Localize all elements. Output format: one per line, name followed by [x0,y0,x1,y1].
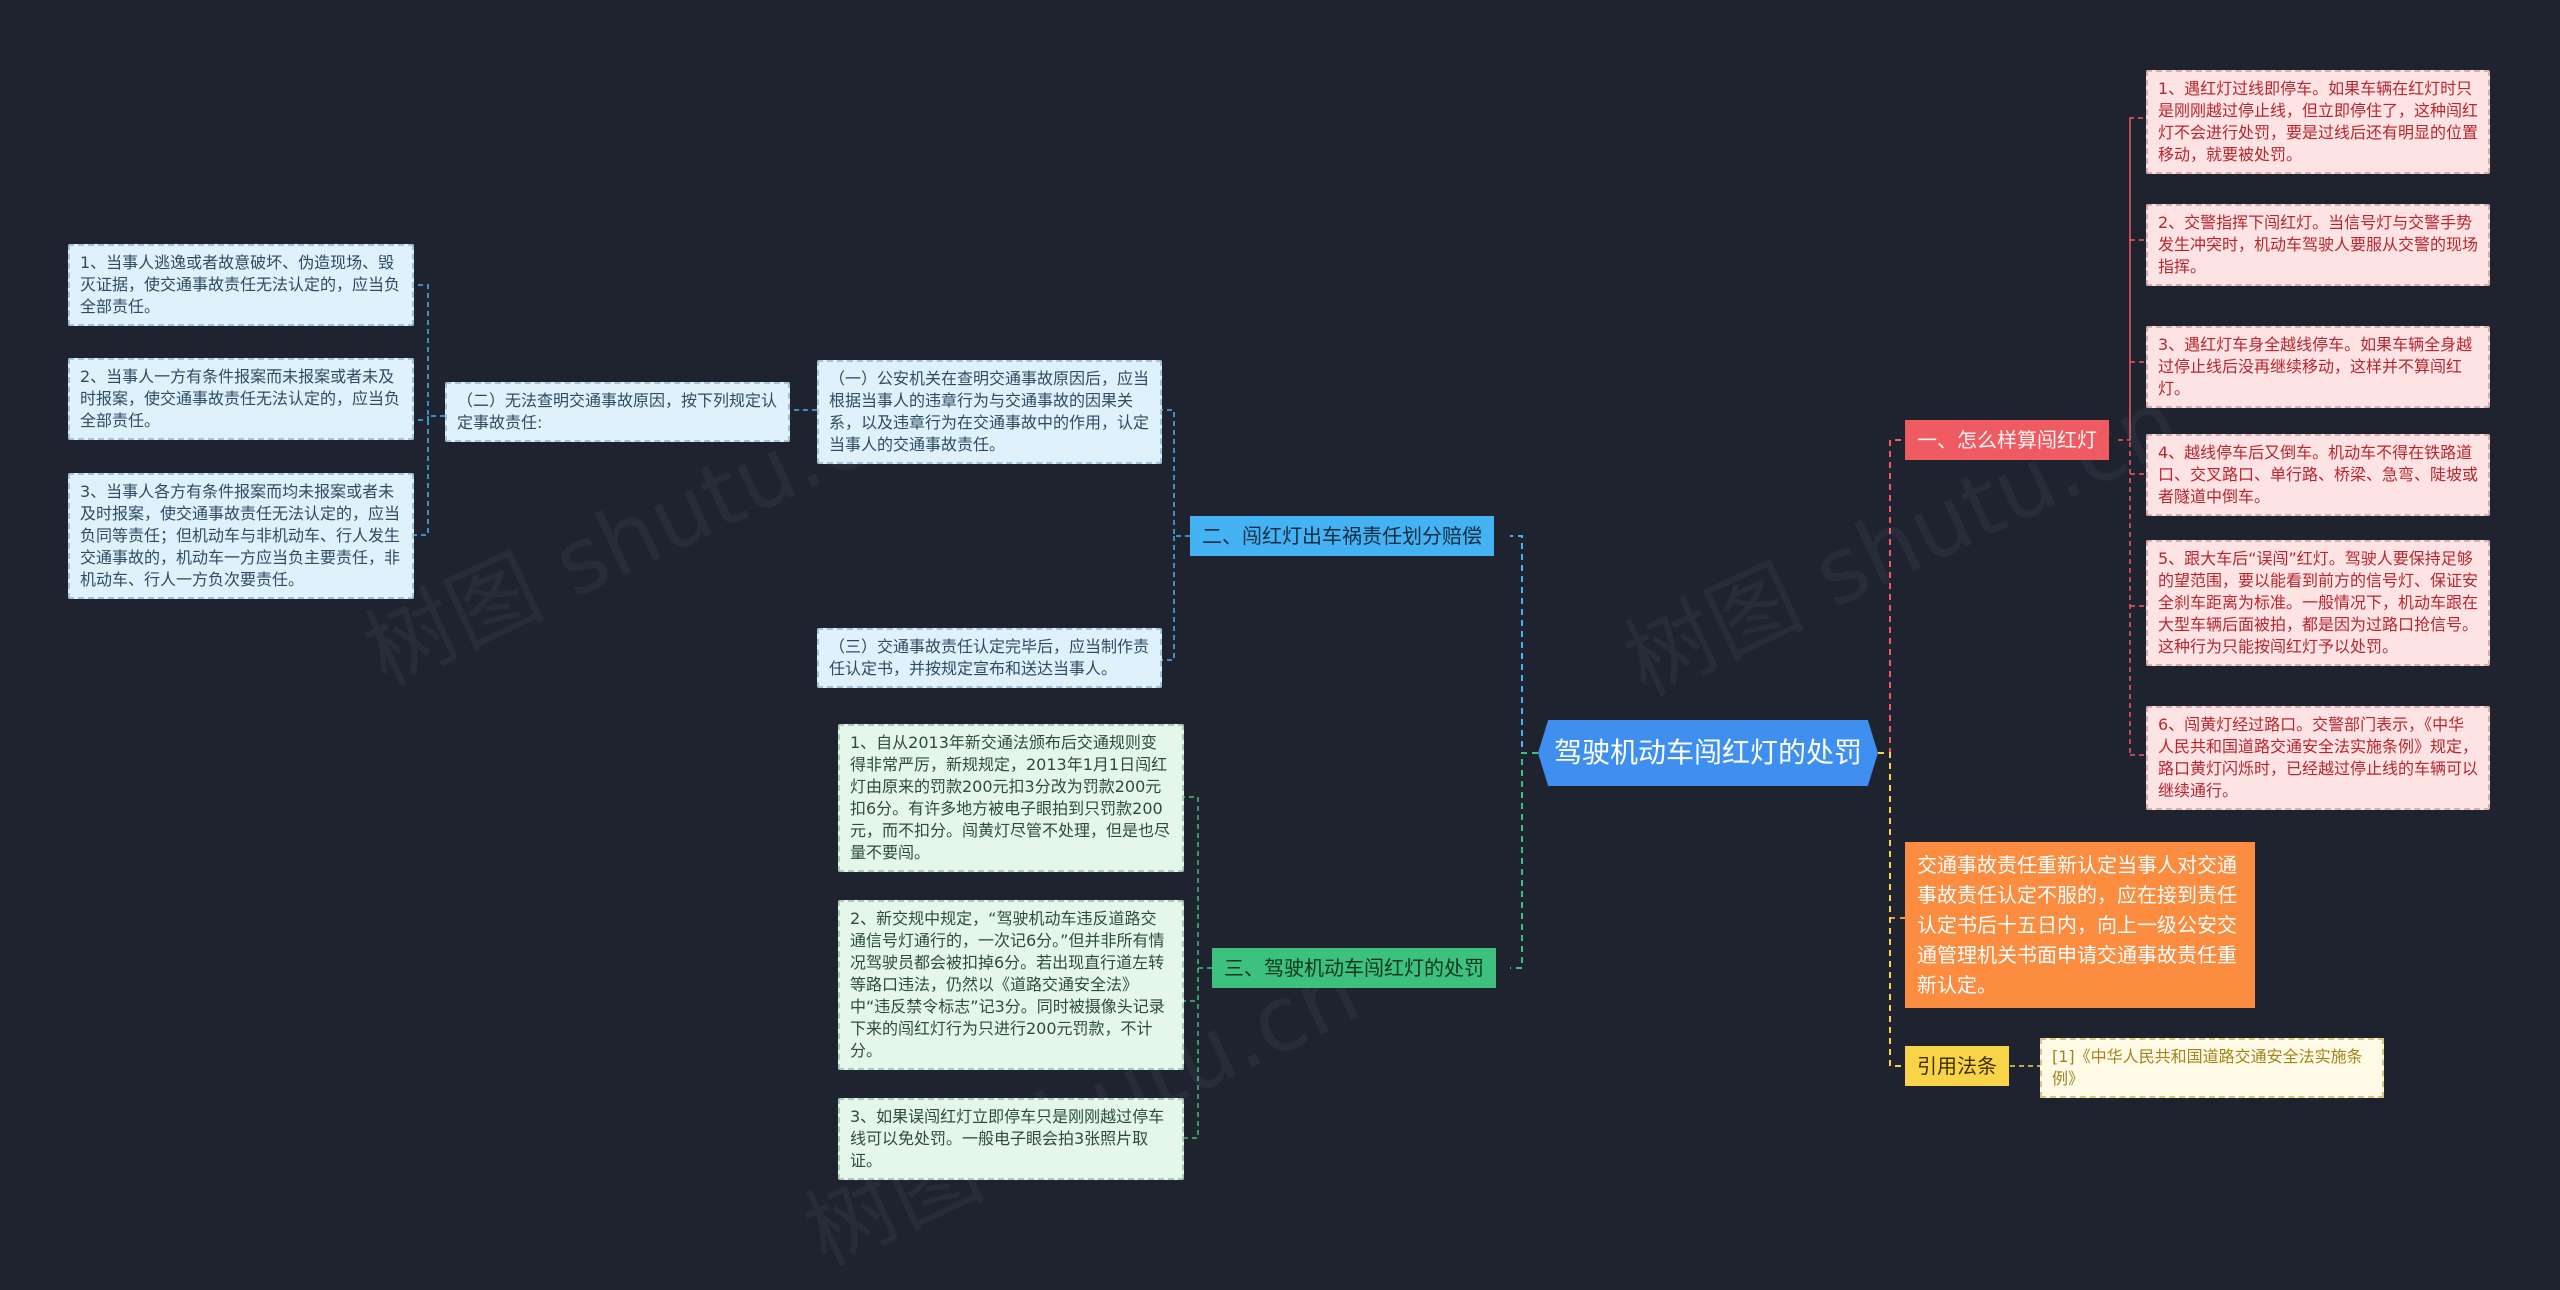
branch1-leaf-4[interactable]: 4、越线停车后又倒车。机动车不得在铁路道口、交叉路口、单行路、桥梁、急弯、陡坡或… [2146,434,2490,516]
branch2-sub2-leaf-1[interactable]: 1、当事人逃逸或者故意破坏、伪造现场、毁灭证据，使交通事故责任无法认定的，应当负… [68,244,414,326]
branch-cited-law[interactable]: 引用法条 [1905,1046,2009,1086]
connector-lines [414,117,2146,1139]
link-root-branch4 [1878,752,1905,919]
branch2-sub2-leaf-3[interactable]: 3、当事人各方有条件报案而均未报案或者未及时报案，使交通事故责任无法认定的，应当… [68,473,414,599]
branch-how-red-light[interactable]: 一、怎么样算闯红灯 [1905,420,2109,460]
branch1-leaf-3[interactable]: 3、遇红灯车身全越线停车。如果车辆全身越过停止线后没再继续移动，这样并不算闯红灯… [2146,326,2490,408]
branch2-sub2-leaf-2[interactable]: 2、当事人一方有条件报案而未报案或者未及时报案，使交通事故责任无法认定的，应当负… [68,358,414,440]
link-branch3-leaves [1184,796,1212,1139]
branch-liability-division[interactable]: 二、闯红灯出车祸责任划分赔偿 [1190,516,1494,556]
link-branch1-leaves [2118,117,2146,756]
branch-penalty[interactable]: 三、驾驶机动车闯红灯的处罚 [1212,948,1496,988]
link-sub2-leaves [414,284,445,536]
branch1-leaf-1[interactable]: 1、遇红灯过线即停车。如果车辆在红灯时只是刚刚越过停止线，但立即停住了，这种闯红… [2146,70,2490,174]
link-root-branch5 [1878,752,1905,1067]
law-reference-link[interactable]: [1]《中华人民共和国道路交通安全法实施条例》 [2040,1038,2384,1098]
link-root-branch3 [1510,752,1538,969]
branch2-sub-2[interactable]: （二）无法查明交通事故原因，按下列规定认定事故责任: [445,382,790,442]
branch1-leaf-2[interactable]: 2、交警指挥下闯红灯。当信号灯与交警手势发生冲突时，机动车驾驶人要服从交警的现场… [2146,204,2490,286]
mindmap-canvas: 树图 shutu.cn 树图 shutu.cn 树图 shutu.cn 驾驶机动… [68,70,2490,1180]
branch-reassessment[interactable]: 交通事故责任重新认定当事人对交通事故责任认定不服的，应在接到责任认定书后十五日内… [1905,842,2255,1008]
link-root-branch2 [1510,535,1538,754]
branch1-leaf-6[interactable]: 6、闯黄灯经过路口。交警部门表示，《中华人民共和国道路交通安全法实施条例》规定，… [2146,706,2490,810]
root-topic[interactable]: 驾驶机动车闯红灯的处罚 [1538,720,1878,786]
branch3-leaf-3[interactable]: 3、如果误闯红灯立即停车只是刚刚越过停车线可以免处罚。一般电子眼会拍3张照片取证… [838,1098,1184,1180]
branch3-leaf-2[interactable]: 2、新交规中规定，“驾驶机动车违反道路交通信号灯通行的，一次记6分。”但并非所有… [838,900,1184,1070]
branch1-leaf-5[interactable]: 5、跟大车后“误闯”红灯。驾驶人要保持足够的望范围，要以能看到前方的信号灯、保证… [2146,540,2490,666]
branch2-sub-3[interactable]: （三）交通事故责任认定完毕后，应当制作责任认定书，并按规定宣布和送达当事人。 [817,628,1162,688]
branch3-leaf-1[interactable]: 1、自从2013年新交通法颁布后交通规则变得非常严厉，新规规定，2013年1月1… [838,724,1184,872]
link-branch2-subs [1162,409,1190,661]
branch2-sub-1[interactable]: （一）公安机关在查明交通事故原因后，应当根据当事人的违章行为与交通事故的因果关系… [817,360,1162,464]
